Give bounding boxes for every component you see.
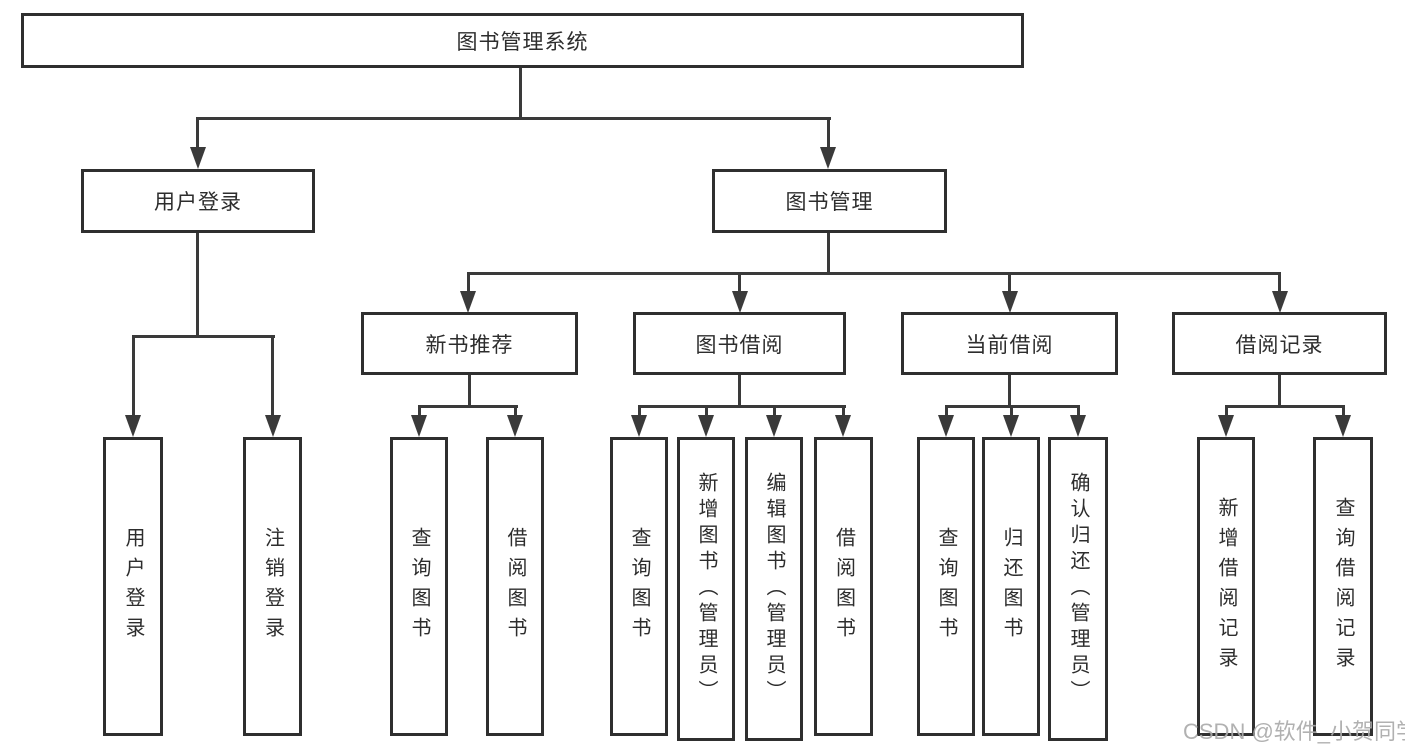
leaf-label: 借阅图书 xyxy=(504,526,526,647)
arrow-down-icon xyxy=(631,415,647,437)
node-leaf-query-book-under-newbook: 查询图书 xyxy=(390,437,448,736)
connector-drop-book-borrow xyxy=(738,272,741,294)
connector-drop-leaf xyxy=(1225,405,1228,419)
arrow-down-icon xyxy=(938,415,954,437)
leaf-label: 查询图书 xyxy=(935,526,957,647)
connector-drop-book-mgmt xyxy=(827,117,830,149)
connector-drop-current-borrow xyxy=(1008,272,1011,294)
connector-drop-leaf xyxy=(418,405,421,419)
leaf-label: 注销登录 xyxy=(261,526,284,647)
arrow-down-icon xyxy=(835,415,851,437)
arrow-down-icon xyxy=(265,415,281,437)
connector-drop-leaf xyxy=(271,335,274,419)
connector-borrow-records-branch xyxy=(1225,405,1345,408)
leaf-label: 查询图书 xyxy=(628,526,650,647)
node-leaf-add-book-admin: 新增图书（管理员） xyxy=(677,437,735,741)
node-root-label: 图书管理系统 xyxy=(456,30,589,54)
arrow-down-icon xyxy=(1002,291,1018,313)
connector-drop-leaf xyxy=(945,405,948,419)
node-leaf-borrow-book-under-newbook: 借阅图书 xyxy=(486,437,544,736)
leaf-label: 新增借阅记录 xyxy=(1215,496,1237,677)
node-root: 图书管理系统 xyxy=(21,13,1024,68)
node-book-mgmt-label: 图书管理 xyxy=(785,191,874,214)
leaf-label: 归还图书 xyxy=(1000,526,1022,647)
node-book-mgmt: 图书管理 xyxy=(712,169,947,233)
leaf-label: 查询图书 xyxy=(408,526,430,647)
connector-drop-leaf xyxy=(1342,405,1345,419)
arrow-down-icon xyxy=(1003,415,1019,437)
connector-root-branch xyxy=(196,117,831,120)
arrow-down-icon xyxy=(1272,291,1288,313)
node-user-login: 用户登录 xyxy=(81,169,315,233)
leaf-label: 用户登录 xyxy=(122,526,144,647)
leaf-label: 确认归还（管理员） xyxy=(1067,472,1089,706)
arrow-down-icon xyxy=(190,147,206,169)
node-leaf-return-book: 归还图书 xyxy=(982,437,1040,736)
node-leaf-edit-book-admin: 编辑图书（管理员） xyxy=(745,437,803,741)
node-current-borrow: 当前借阅 xyxy=(901,312,1118,375)
arrow-down-icon xyxy=(460,291,476,313)
arrow-down-icon xyxy=(125,415,141,437)
node-leaf-query-book-under-current: 查询图书 xyxy=(917,437,975,736)
arrow-down-icon xyxy=(820,147,836,169)
connector-drop-leaf xyxy=(842,405,845,419)
node-book-borrow-label: 图书借阅 xyxy=(695,333,784,357)
node-leaf-user-login: 用户登录 xyxy=(103,437,163,736)
connector-new-book-rec-branch xyxy=(418,405,518,408)
arrow-down-icon xyxy=(1070,415,1086,437)
node-borrow-records: 借阅记录 xyxy=(1172,312,1387,375)
leaf-label: 借阅图书 xyxy=(832,526,855,647)
connector-drop-leaf xyxy=(1010,405,1013,419)
arrow-down-icon xyxy=(732,291,748,313)
node-leaf-query-borrow-record: 查询借阅记录 xyxy=(1313,437,1373,736)
node-leaf-borrow-book-under-borrow: 借阅图书 xyxy=(814,437,873,736)
connector-drop-leaf xyxy=(514,405,517,419)
connector-drop-borrow-records xyxy=(1278,272,1281,294)
leaf-label: 新增图书（管理员） xyxy=(695,472,717,706)
connector-book-borrow-branch xyxy=(638,405,846,408)
watermark: CSDN @软件_小贺同学 xyxy=(1183,719,1405,744)
node-leaf-add-borrow-record: 新增借阅记录 xyxy=(1197,437,1255,736)
node-new-book-rec: 新书推荐 xyxy=(361,312,578,375)
connector-drop-user-login xyxy=(196,117,199,149)
node-book-borrow: 图书借阅 xyxy=(633,312,846,375)
connector-new-book-rec-stem xyxy=(468,375,471,408)
arrow-down-icon xyxy=(1335,415,1351,437)
arrow-down-icon xyxy=(507,415,523,437)
arrow-down-icon xyxy=(1218,415,1234,437)
node-leaf-query-book-under-borrow: 查询图书 xyxy=(610,437,668,736)
connector-drop-leaf xyxy=(132,335,135,419)
connector-drop-leaf xyxy=(773,405,776,419)
node-user-login-label: 用户登录 xyxy=(154,191,242,214)
connector-book-mgmt-stem xyxy=(827,232,830,275)
arrow-down-icon xyxy=(698,415,714,437)
connector-drop-new-book-rec xyxy=(467,272,470,294)
leaf-label: 查询借阅记录 xyxy=(1332,496,1354,677)
connector-drop-leaf xyxy=(1077,405,1080,419)
arrow-down-icon xyxy=(766,415,782,437)
connector-user-login-branch xyxy=(132,335,275,338)
connector-book-borrow-stem xyxy=(738,375,741,408)
connector-borrow-records-stem xyxy=(1278,375,1281,408)
connector-root-stem xyxy=(519,67,522,120)
arrow-down-icon xyxy=(411,415,427,437)
connector-book-mgmt-branch xyxy=(467,272,1281,275)
connector-user-login-stem xyxy=(196,232,199,338)
connector-current-borrow-stem xyxy=(1008,375,1011,408)
node-new-book-rec-label: 新书推荐 xyxy=(425,333,514,357)
node-borrow-records-label: 借阅记录 xyxy=(1235,333,1324,357)
connector-drop-leaf xyxy=(638,405,641,419)
leaf-label: 编辑图书（管理员） xyxy=(763,472,785,706)
node-current-borrow-label: 当前借阅 xyxy=(965,333,1054,357)
node-leaf-logout: 注销登录 xyxy=(243,437,302,736)
node-leaf-confirm-return-admin: 确认归还（管理员） xyxy=(1048,437,1108,741)
connector-drop-leaf xyxy=(705,405,708,419)
